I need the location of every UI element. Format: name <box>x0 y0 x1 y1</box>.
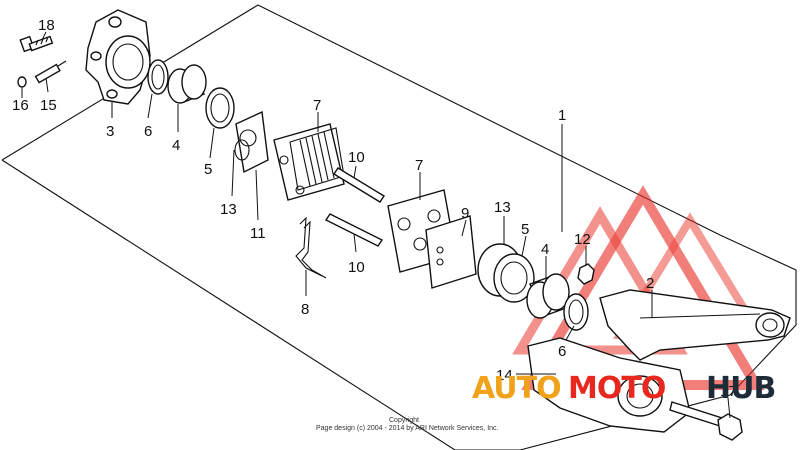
seal-6-left <box>147 59 169 95</box>
callout-5-right: 5 <box>521 221 529 238</box>
callout-11: 11 <box>250 225 266 242</box>
copyright-heading: Copyright <box>389 417 419 424</box>
callout-3: 3 <box>106 123 114 140</box>
callout-17: 17 <box>720 383 737 400</box>
caliper-body-14 <box>527 337 691 433</box>
caliper-body-3 <box>85 9 151 105</box>
callout-5-left: 5 <box>204 161 212 178</box>
callout-7-upper: 7 <box>313 97 321 114</box>
watermark-hub: HUB <box>706 371 775 406</box>
bleeder-valve-15 <box>34 60 67 84</box>
watermark-moto: MOTO <box>568 371 665 406</box>
callout-numbers: 1 2 3 6 4 5 13 11 7 10 10 8 7 9 13 5 4 1… <box>12 17 737 400</box>
bolt-17 <box>669 401 743 441</box>
callout-14: 14 <box>496 367 513 384</box>
callout-4-left: 4 <box>172 137 180 154</box>
piston-4-right <box>526 273 570 319</box>
callout-7-lower: 7 <box>415 157 423 174</box>
bolt-18 <box>19 35 54 53</box>
brake-pad-7-upper <box>273 123 345 201</box>
callout-6-right: 6 <box>558 343 566 360</box>
boot-5-left <box>205 87 235 129</box>
copyright-notice: Page design (c) 2004 - 2014 by ARI Netwo… <box>316 425 499 432</box>
callout-8: 8 <box>301 301 309 318</box>
caliper-bracket-2 <box>599 289 791 361</box>
cap-16 <box>17 76 27 88</box>
callout-13-left: 13 <box>220 201 237 218</box>
pad-pin-10-upper <box>333 167 385 203</box>
callout-4-right: 4 <box>541 241 549 258</box>
callout-10-lower: 10 <box>348 259 365 276</box>
watermark-auto: AUTO <box>472 371 561 406</box>
callout-18: 18 <box>38 17 55 34</box>
shim-9 <box>425 215 477 289</box>
seal-6-right <box>563 293 589 331</box>
callout-15: 15 <box>40 97 57 114</box>
nut-12 <box>577 263 595 285</box>
callout-1: 1 <box>558 107 566 124</box>
callout-9: 9 <box>461 205 469 222</box>
callout-10-upper: 10 <box>348 149 365 166</box>
shim-11 <box>234 110 269 174</box>
leader-lines <box>21 31 731 419</box>
callout-16: 16 <box>12 97 29 114</box>
assembly-boundary <box>1 4 797 450</box>
callout-12: 12 <box>574 231 591 248</box>
pad-pin-10-lower <box>324 213 384 247</box>
boot-5-right <box>493 253 535 303</box>
pad-spring-8 <box>295 216 327 279</box>
callout-6-left: 6 <box>144 123 152 140</box>
piston-4-left <box>167 64 207 104</box>
callout-2: 2 <box>646 275 654 292</box>
callout-13-right: 13 <box>494 199 511 216</box>
watermark-wordmark: AUTO MOTO HUB <box>472 371 776 406</box>
